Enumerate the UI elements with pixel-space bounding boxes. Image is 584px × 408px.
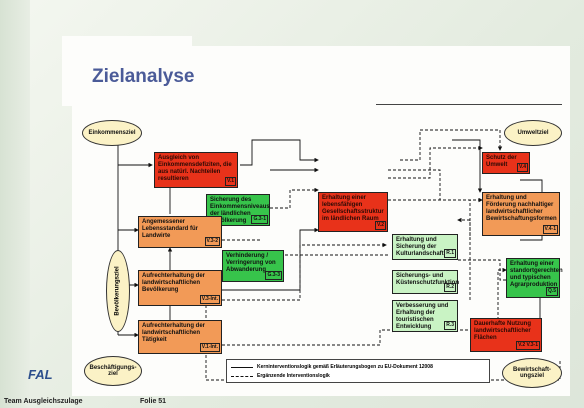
slide-title: Zielanalyse xyxy=(92,66,195,87)
left-band xyxy=(0,0,30,408)
goal-g33-code: G.3-3 xyxy=(265,271,282,280)
goal-g31-code: G.3-1 xyxy=(251,215,268,224)
bevoelkerungsziel-ellipse: Bevölkerungsziel xyxy=(106,250,130,332)
goal-r2-text: Sicherungs- und Küstenschutzfunktion xyxy=(396,273,459,286)
goal-v3int-text: Aufrechterhaltung der landwirtschaftlich… xyxy=(142,273,206,293)
goal-v1int-code: V.1-Int. xyxy=(199,343,220,352)
goal-v1-code: V.1 xyxy=(224,177,236,186)
legend-row-solid: Kerninterventionslogik gemäß Erläuterung… xyxy=(231,364,433,370)
legend-dashed-label: Ergänzende Interventionslogik xyxy=(257,373,330,379)
bewirtschaftungsziel-ellipse: Bewirtschaft-ungsziel xyxy=(502,358,562,388)
goal-v23-code: V.2 V.3-1 xyxy=(516,341,540,350)
fal-logo: FAL xyxy=(28,367,53,382)
goal-v4-text: Schutz der Umwelt xyxy=(486,155,517,168)
goal-v1int-text: Aufrechterhaltung der landwirtschaftlich… xyxy=(142,323,206,343)
legend-solid-line xyxy=(231,366,253,368)
goal-v32-text: Angemessener Lebensstandard für Landwirt… xyxy=(142,219,199,239)
footer-slide-number: Folie 51 xyxy=(140,398,167,405)
legend-row-dashed: Ergänzende Interventionslogik xyxy=(231,373,330,379)
legend-dashed-line xyxy=(231,375,253,377)
goal-v41-code: V.4-1 xyxy=(542,225,558,234)
goal-q5-code: Q.5 xyxy=(545,287,558,296)
goal-q5-text: Erhaltung einer standortgerechten und ty… xyxy=(510,261,563,288)
goal-g33-text: Verhinderung / Verringerung von Abwander… xyxy=(226,253,276,273)
bevoelkerungsziel-label: Bevölkerungsziel xyxy=(115,266,122,316)
goal-g31-text: Sicherung des Einkommensniveaus der länd… xyxy=(210,197,270,224)
legend-solid-label: Kerninterventionslogik gemäß Erläuterung… xyxy=(257,364,433,370)
goal-v32-code: V.3-2 xyxy=(204,237,220,246)
beschaeftigungsziel-ellipse: Beschäftigungs-ziel xyxy=(84,356,142,386)
goal-v3int-code: V.3-Int. xyxy=(199,295,220,304)
goal-box-v3int: Aufrechterhaltung der landwirtschaftlich… xyxy=(138,270,222,306)
goal-box-v1: Ausgleich von Einkommensdefiziten, die a… xyxy=(154,152,238,188)
goal-box-r3: Verbesserung und Erhaltung der touristis… xyxy=(392,300,458,332)
goal-box-g33: Verhinderung / Verringerung von Abwander… xyxy=(222,250,284,282)
goal-v23-text: Dauerhafte Nutzung landwirtschaftlicher … xyxy=(474,321,531,341)
goal-box-r1: Erhaltung und Sicherung der Kulturlandsc… xyxy=(392,234,458,260)
goal-r3-text: Verbesserung und Erhaltung der touristis… xyxy=(396,303,449,330)
title-rule xyxy=(376,104,562,105)
umweltziel-ellipse: Umweltziel xyxy=(504,120,562,146)
goal-box-q5: Erhaltung einer standortgerechten und ty… xyxy=(506,258,563,298)
goal-v41-text: Erhaltung und Förderung nachhaltiger lan… xyxy=(486,195,557,222)
goal-v1-text: Ausgleich von Einkommensdefiziten, die a… xyxy=(158,155,232,182)
goal-r1-code: R.1 xyxy=(444,249,456,258)
goal-r1-text: Erhaltung und Sicherung der Kulturlandsc… xyxy=(396,237,444,257)
goal-box-v41: Erhaltung und Förderung nachhaltiger lan… xyxy=(482,192,560,236)
goal-box-v2: Erhaltung einer lebensfähigen Gesellscha… xyxy=(318,192,388,232)
footer-team: Team Ausgleichszulage xyxy=(4,398,83,405)
einkommensziel-ellipse: Einkommensziel xyxy=(82,120,142,146)
goal-box-r2: Sicherungs- und Küstenschutzfunktion R.2 xyxy=(392,270,459,294)
goal-r3-code: R.3 xyxy=(444,321,456,330)
goal-box-v1int: Aufrechterhaltung der landwirtschaftlich… xyxy=(138,320,222,354)
goal-v2-text: Erhaltung einer lebensfähigen Gesellscha… xyxy=(322,195,384,222)
goal-box-v32: Angemessener Lebensstandard für Landwirt… xyxy=(138,216,222,248)
goal-box-v23: Dauerhafte Nutzung landwirtschaftlicher … xyxy=(470,318,542,352)
goal-r2-code: R.2 xyxy=(444,283,456,292)
legend: Kerninterventionslogik gemäß Erläuterung… xyxy=(226,359,490,383)
goal-v2-code: V.2 xyxy=(374,221,386,230)
goal-box-v4: Schutz der Umwelt V.4 xyxy=(482,152,530,174)
goal-v4-code: V.4 xyxy=(516,163,528,172)
